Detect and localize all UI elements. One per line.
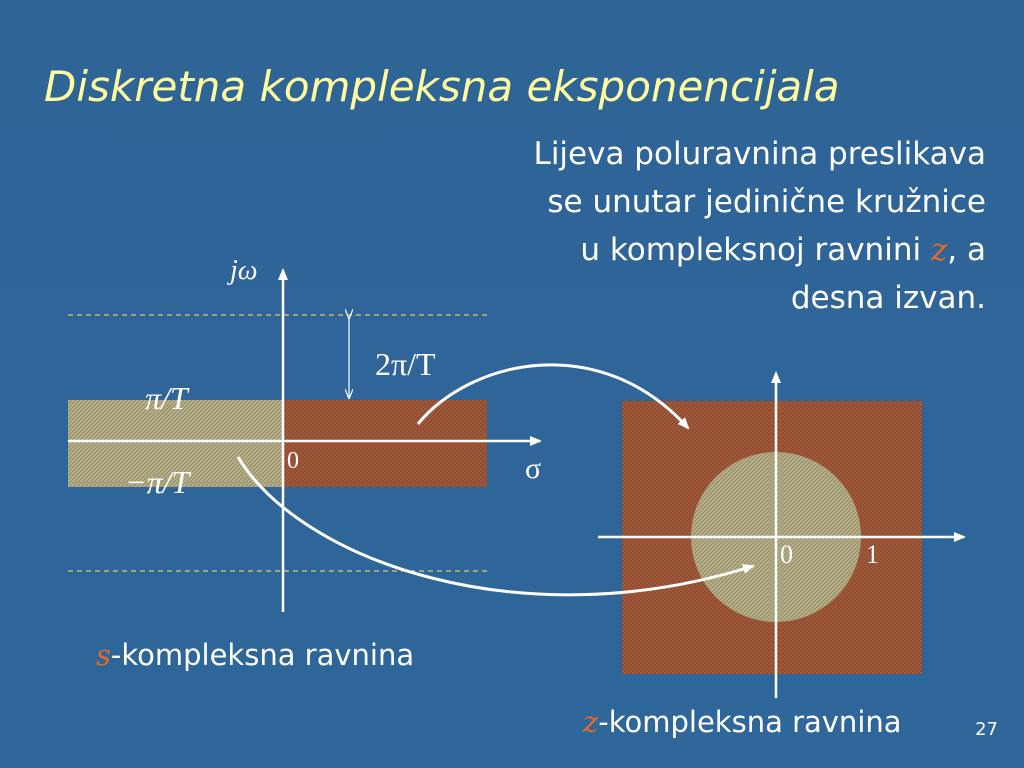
z-plane-caption: z-kompleksna ravnina [583, 705, 902, 739]
s-plane-caption: s-kompleksna ravnina [96, 638, 415, 672]
slide-title: Diskretna kompleksna eksponencijala [44, 62, 840, 111]
s-imag-axis-label: jω [230, 255, 258, 286]
z-origin-label: 0 [780, 540, 793, 569]
period-label: 2π/T [375, 346, 436, 382]
description-line-2: se unutar jedinične kružnice [547, 184, 986, 220]
lower-bound-label: −π/T [125, 464, 190, 500]
s-right-half-strip [283, 400, 487, 487]
description-line-4: desna izvan. [790, 280, 986, 316]
description-line-3: u kompleksnoj ravnini z, a [580, 232, 986, 268]
upper-bound-label: π/T [145, 380, 188, 416]
mapping-arrow-right-half [416, 363, 690, 430]
slide-description: Lijeva poluravnina preslikava se unutar … [386, 130, 986, 322]
page-number: 27 [975, 719, 998, 740]
s-origin-label: 0 [287, 448, 299, 474]
description-line-1: Lijeva poluravnina preslikava [533, 136, 986, 172]
s-real-axis-label: σ [525, 452, 542, 485]
mapping-arrow-left-half [236, 456, 755, 597]
z-unit-label: 1 [866, 540, 879, 569]
